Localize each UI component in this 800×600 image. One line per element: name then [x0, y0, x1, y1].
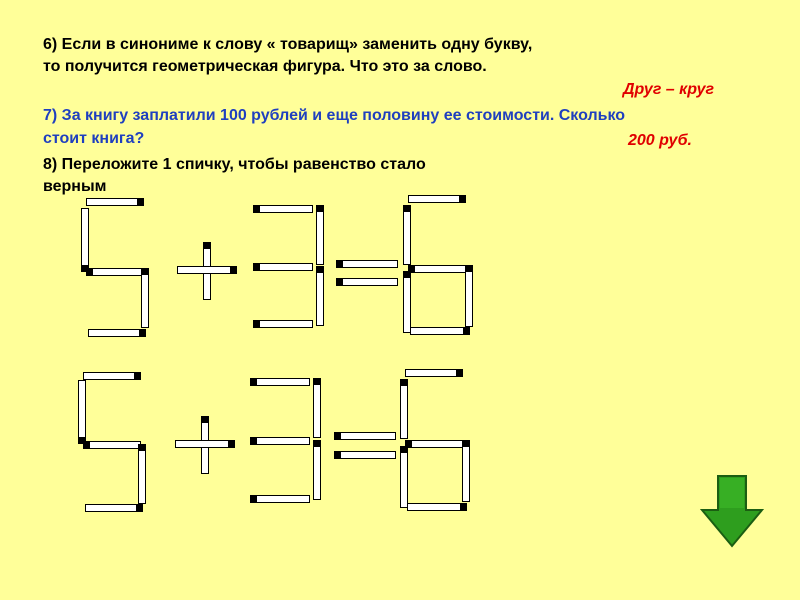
matchstick[interactable] [334, 432, 396, 440]
matchstick[interactable] [177, 266, 237, 274]
matchstick[interactable] [403, 205, 411, 265]
matchstick[interactable] [336, 260, 398, 268]
matchstick[interactable] [316, 205, 324, 265]
question-8-line-2: верным [43, 178, 107, 195]
question-6-line-1: 6) Если в синониме к слову « товарищ» за… [43, 36, 533, 53]
question-6-line-2: то получится геометрическая фигура. Что … [43, 58, 487, 75]
matchstick[interactable] [138, 444, 146, 504]
matchstick[interactable] [86, 198, 144, 206]
matchstick[interactable] [403, 271, 411, 333]
matchstick[interactable] [313, 378, 321, 438]
matchstick[interactable] [405, 369, 463, 377]
matchstick[interactable] [336, 278, 398, 286]
question-7-line-2: стоит книга? [43, 130, 145, 147]
matchstick[interactable] [316, 266, 324, 326]
matchstick[interactable] [250, 495, 310, 503]
matchstick[interactable] [86, 268, 144, 276]
matchstick[interactable] [253, 263, 313, 271]
matchstick[interactable] [408, 265, 468, 273]
matchstick[interactable] [465, 265, 473, 327]
matchstick[interactable] [250, 378, 310, 386]
question-7-answer: 200 руб. [628, 132, 692, 149]
matchstick[interactable] [175, 440, 235, 448]
question-7-line-1: 7) За книгу заплатили 100 рублей и еще п… [43, 107, 626, 124]
matchstick[interactable] [405, 440, 465, 448]
matchstick[interactable] [250, 437, 310, 445]
matchstick[interactable] [407, 503, 467, 511]
matchstick[interactable] [253, 320, 313, 328]
question-8-line-1: 8) Переложите 1 спичку, чтобы равенство … [43, 156, 426, 173]
matchstick[interactable] [141, 268, 149, 328]
matchstick[interactable] [400, 446, 408, 508]
matchstick[interactable] [81, 208, 89, 272]
matchstick[interactable] [78, 380, 86, 444]
matchstick[interactable] [400, 379, 408, 439]
matchstick[interactable] [462, 440, 470, 502]
matchstick[interactable] [85, 504, 143, 512]
matchstick[interactable] [408, 195, 466, 203]
matchstick[interactable] [410, 327, 470, 335]
matchstick[interactable] [83, 372, 141, 380]
down-arrow-icon[interactable] [699, 474, 765, 548]
matchstick[interactable] [253, 205, 313, 213]
matchstick[interactable] [88, 329, 146, 337]
matchstick[interactable] [313, 440, 321, 500]
question-6-answer: Друг – круг [623, 81, 715, 98]
matchstick[interactable] [83, 441, 141, 449]
matchstick[interactable] [334, 451, 396, 459]
